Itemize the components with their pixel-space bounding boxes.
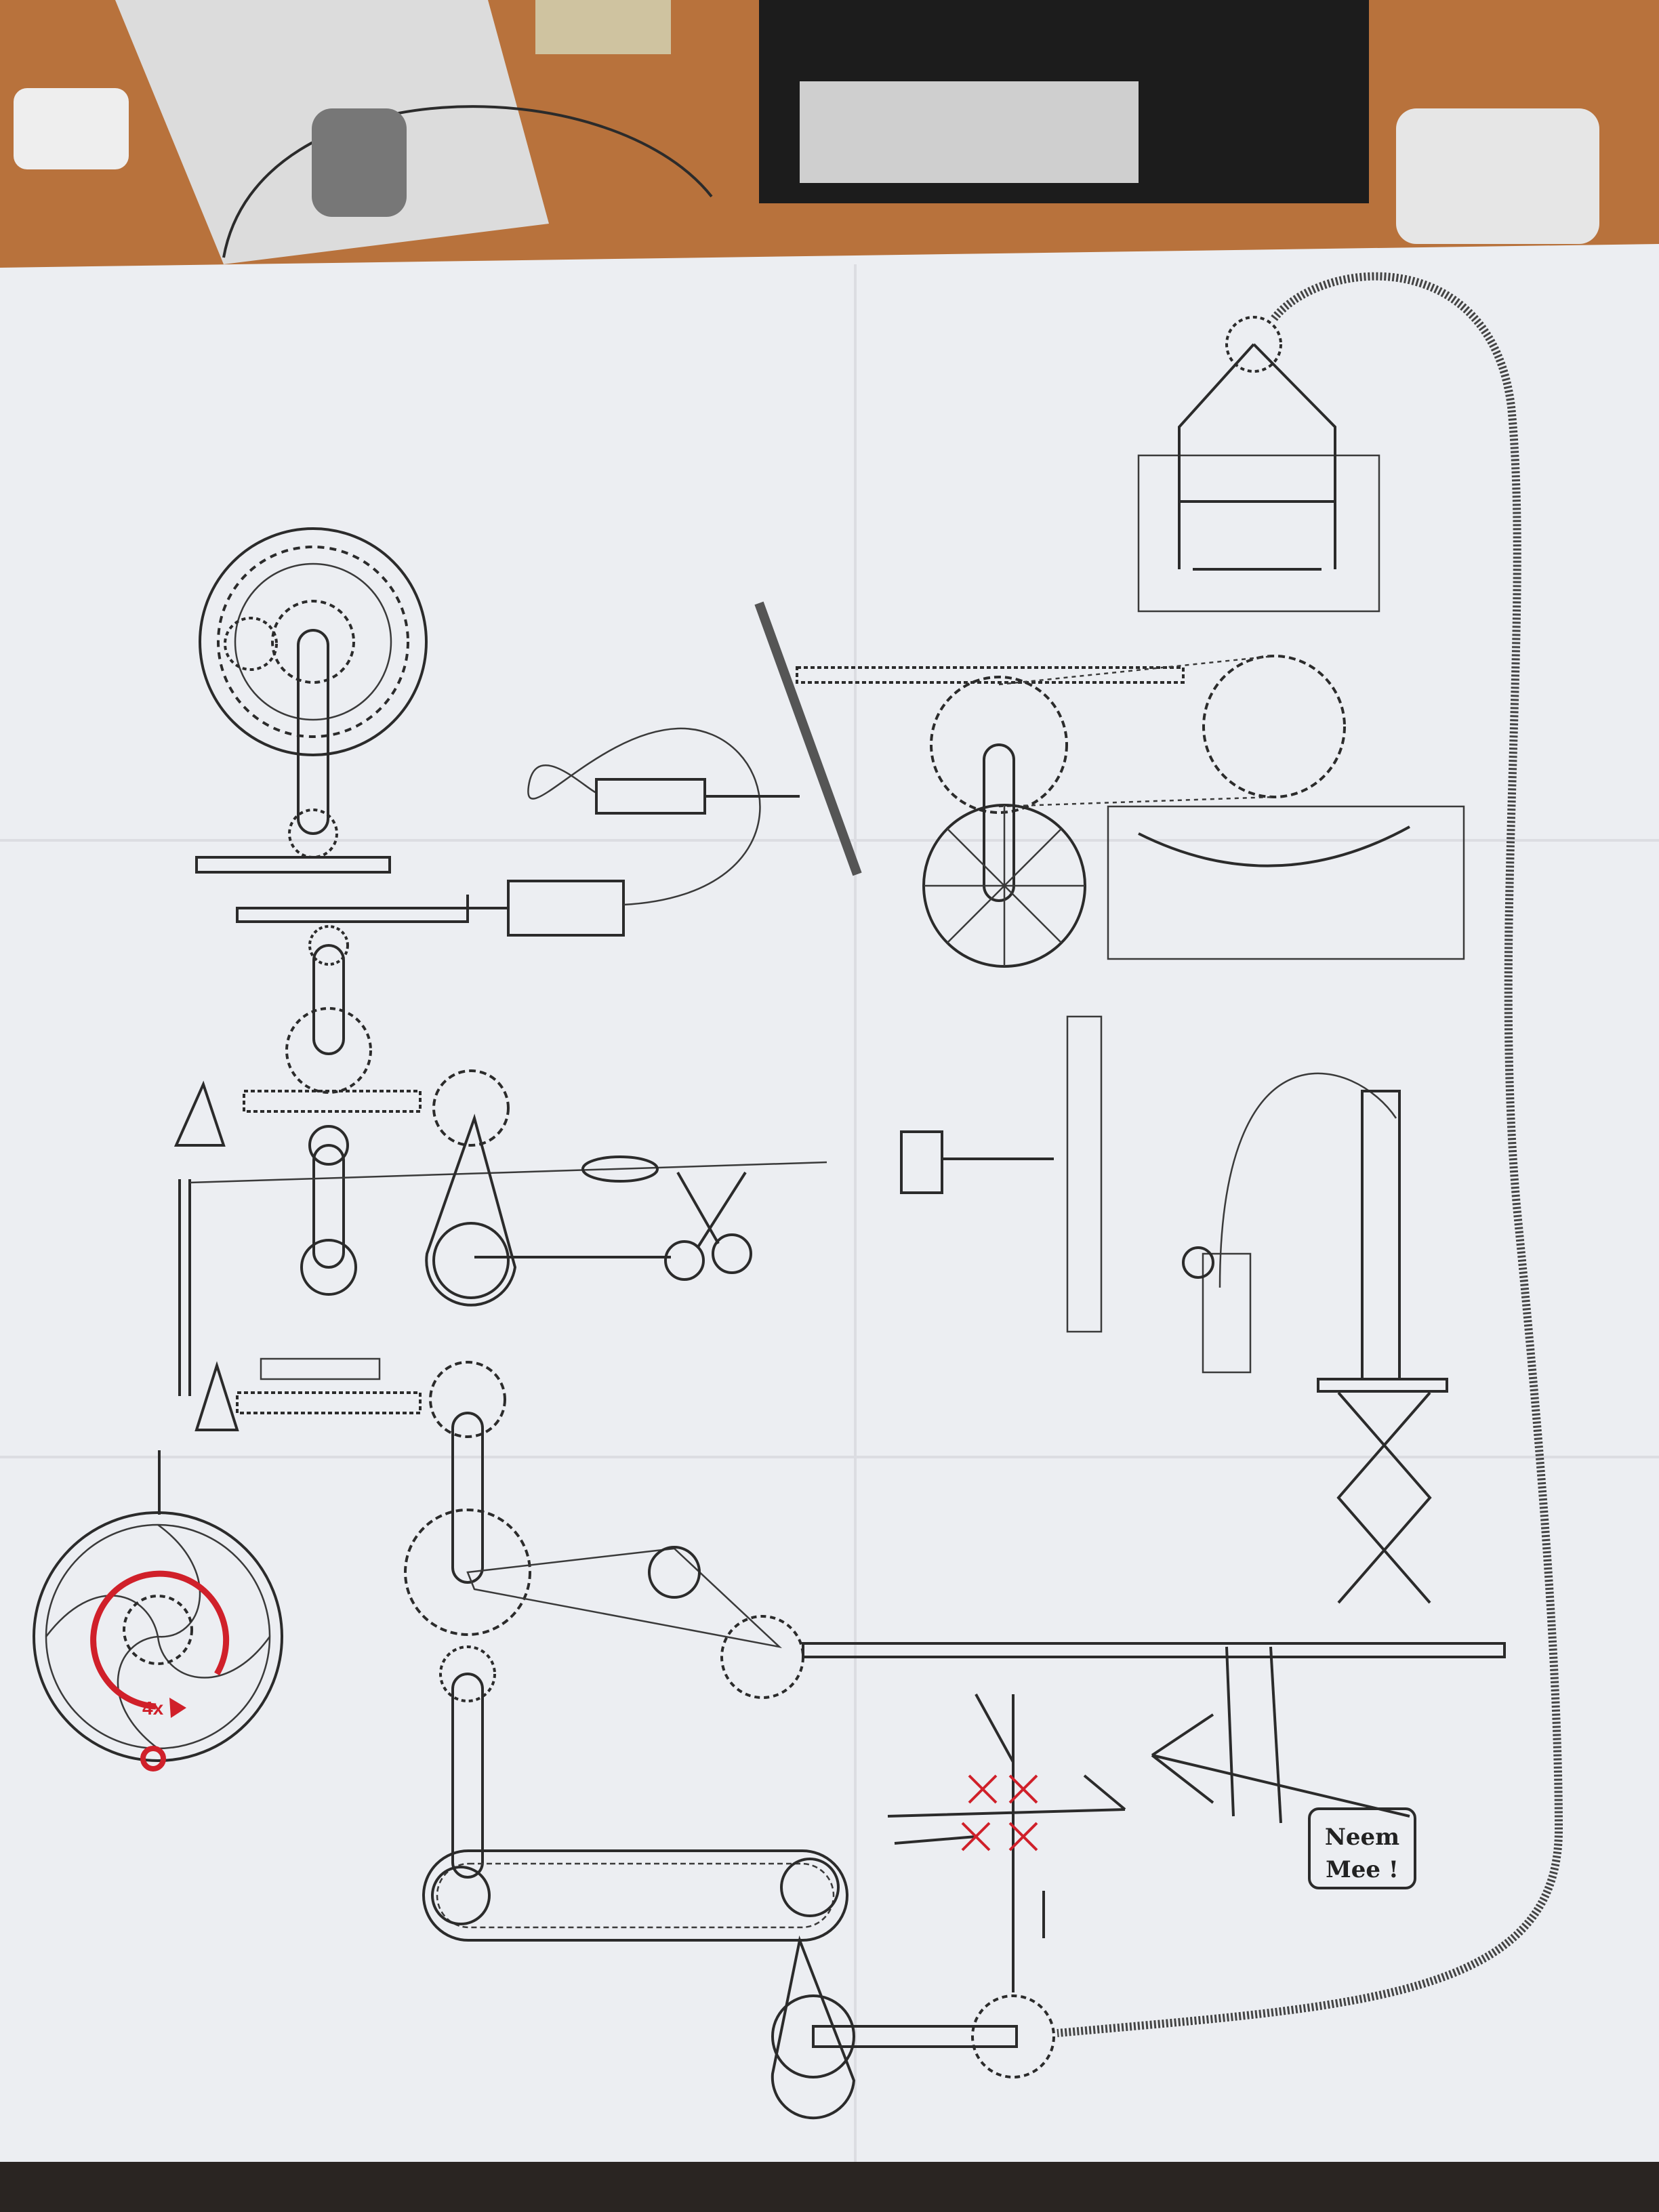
red-marker	[140, 1746, 166, 1771]
syringe-large	[466, 727, 761, 937]
small-gear	[439, 1645, 496, 1702]
cork-needle	[900, 1130, 943, 1194]
ruler-tilted	[754, 601, 862, 876]
lemon-slice	[1182, 1246, 1214, 1279]
sign-text-line2: Mee !	[1326, 1856, 1399, 1883]
rack	[195, 856, 391, 874]
xylophone-keys	[1138, 825, 1410, 867]
bevel-gear	[971, 1994, 1055, 2078]
pinwheel	[887, 1694, 1126, 1992]
spur-gear	[404, 1509, 531, 1636]
bevel-gear	[429, 1361, 506, 1438]
box-item	[535, 0, 671, 54]
belt	[771, 1935, 856, 2120]
belt	[451, 1412, 484, 1584]
string	[189, 1161, 827, 1184]
device-box	[800, 81, 1139, 183]
conveyor-gear	[431, 1866, 491, 1925]
gear-chain-left	[173, 925, 510, 1396]
rotation-arrow	[90, 1570, 230, 1710]
tube	[1218, 1072, 1397, 1288]
hanging-strip	[1225, 1646, 1235, 1817]
pulley-belt	[425, 1113, 517, 1307]
scissor-lift	[1336, 1391, 1432, 1604]
linkage-plate	[1137, 454, 1380, 613]
top-bevel-gear	[1225, 316, 1282, 373]
belt	[451, 1673, 484, 1879]
red-cross-marks	[961, 1774, 1038, 1851]
conveyor-gear	[780, 1858, 840, 1917]
drive-shaft	[802, 1642, 1506, 1658]
belt	[983, 743, 1015, 902]
spiral-wheel	[33, 1511, 283, 1762]
lift-platform	[1317, 1378, 1448, 1393]
wheel-spokes	[924, 805, 1085, 966]
scissors	[664, 1171, 752, 1281]
syringe-small	[595, 778, 800, 815]
drive-gear	[930, 676, 1068, 814]
belt-linkage	[466, 1547, 782, 1649]
ruler	[260, 1357, 381, 1380]
shaft	[812, 2025, 1018, 2048]
bike-chain	[998, 655, 1275, 808]
pulley	[432, 1222, 510, 1299]
desk-edge	[0, 2162, 1659, 2212]
drum-pulley	[771, 1994, 855, 2078]
bevel-gear	[194, 1361, 239, 1431]
white-device	[1396, 108, 1599, 244]
power-adapter	[14, 88, 129, 169]
watch	[312, 108, 407, 217]
rotation-label: 4x	[142, 1698, 164, 1719]
meccano-arrow	[1151, 1713, 1410, 1818]
linkage-arms	[1178, 343, 1336, 571]
balloon-weight	[581, 1155, 659, 1183]
long-rack	[796, 666, 1185, 684]
sign-board	[1308, 1807, 1416, 1889]
domino-column	[1066, 1015, 1103, 1333]
pulley	[648, 1546, 701, 1599]
conveyor-belt	[422, 1849, 848, 1942]
flexible-cable	[1057, 272, 1563, 2037]
xylophone-plate	[1107, 805, 1465, 960]
worm-screw	[236, 1391, 422, 1414]
hanging-strip	[1269, 1646, 1282, 1824]
sign-text-line1: Neem	[1325, 1824, 1399, 1851]
poster-paper	[0, 244, 1659, 2162]
cable	[222, 105, 713, 258]
conveyor-chain	[436, 1862, 835, 1929]
ring-gear-assembly	[199, 527, 428, 859]
glass	[1202, 1252, 1252, 1374]
arrow-head-icon	[169, 1698, 186, 1718]
